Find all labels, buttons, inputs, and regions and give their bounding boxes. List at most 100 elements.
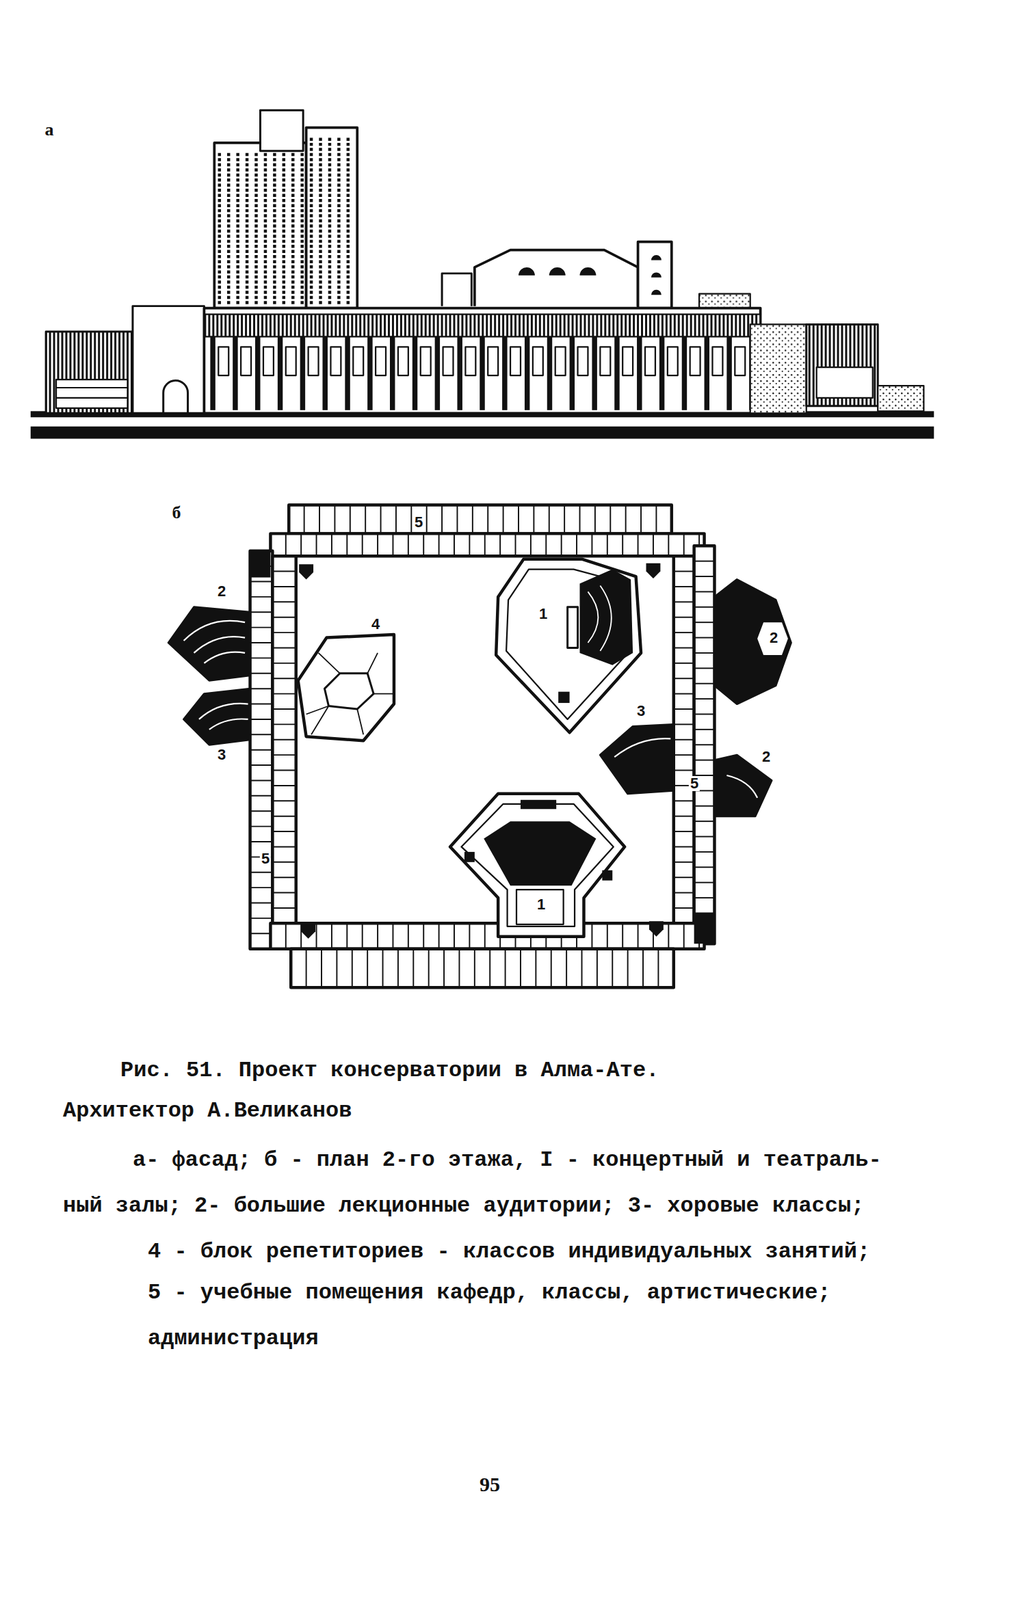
- cell-line: [412, 949, 414, 989]
- column: [344, 336, 350, 410]
- cell-line: [487, 505, 489, 535]
- cell-line: [250, 734, 273, 736]
- cell-line: [272, 723, 296, 726]
- cell-line: [673, 892, 695, 895]
- column: [435, 336, 440, 410]
- classroom-bands: [250, 505, 715, 989]
- cell-line: [250, 826, 273, 828]
- tower-stripe: [227, 153, 230, 307]
- cell-line: [250, 841, 273, 843]
- cell-line: [694, 882, 715, 884]
- cell-line: [376, 923, 379, 949]
- cell-line: [637, 533, 639, 557]
- cell-line: [250, 779, 273, 782]
- cell-line: [694, 897, 715, 899]
- cell-line: [694, 637, 715, 639]
- callout-number: 4: [370, 617, 382, 633]
- cell-line: [250, 764, 273, 767]
- band: [270, 533, 704, 557]
- cell-line: [250, 703, 273, 706]
- cell-line: [694, 866, 715, 869]
- cell-line: [272, 831, 296, 833]
- cell-line: [422, 533, 425, 557]
- cell-line: [640, 505, 642, 535]
- callout-number: 2: [216, 584, 228, 600]
- callout-number: 1: [537, 606, 549, 622]
- cell-line: [694, 729, 715, 731]
- callout-number: 5: [259, 851, 271, 867]
- cell-line: [285, 923, 287, 949]
- caption-line: 4 - блок репетиториев - классов индивиду…: [147, 1239, 871, 1266]
- tower-stripe: [309, 137, 313, 306]
- cell-line: [673, 647, 695, 650]
- window: [578, 346, 589, 376]
- cell-line: [397, 949, 399, 989]
- window: [555, 346, 566, 376]
- cell-line: [250, 795, 273, 797]
- cell-line: [453, 533, 455, 557]
- caption-line: ный залы; 2- большие лекционные аудитори…: [62, 1193, 864, 1220]
- cell-line: [272, 754, 296, 756]
- cell-line: [272, 876, 296, 879]
- cell-line: [272, 662, 296, 665]
- column: [412, 336, 418, 410]
- cell-line: [331, 533, 333, 557]
- cell-line: [694, 698, 715, 700]
- cell-line: [673, 846, 695, 848]
- tower-stripe: [264, 153, 267, 307]
- band: [288, 505, 672, 535]
- cell-line: [250, 749, 273, 752]
- cell-line: [532, 505, 535, 535]
- cell-line: [673, 754, 695, 756]
- column: [210, 336, 215, 410]
- cell-line: [349, 505, 351, 535]
- cell-line: [458, 949, 460, 989]
- cell-line: [272, 693, 296, 696]
- tower-stripe: [245, 153, 249, 307]
- cell-line: [438, 923, 440, 949]
- cell-line: [550, 949, 553, 989]
- window: [734, 346, 745, 376]
- column: [502, 336, 507, 410]
- window: [690, 346, 701, 376]
- cell-line: [673, 677, 695, 680]
- tower-stripe: [236, 153, 239, 307]
- column: [636, 336, 642, 410]
- cell-line: [637, 923, 639, 949]
- cell-line: [250, 688, 273, 690]
- cell-line: [407, 533, 410, 557]
- floor-plan: [168, 505, 791, 989]
- cell-line: [361, 923, 364, 949]
- tower-stripe: [328, 137, 332, 306]
- tower-stripe: [346, 137, 350, 306]
- tower-stripe: [254, 153, 258, 307]
- cell-line: [250, 581, 273, 583]
- cell-line: [694, 820, 715, 823]
- cell-line: [673, 586, 695, 588]
- cell-line: [673, 617, 695, 619]
- cell-line: [484, 923, 486, 949]
- tower-stripes: [219, 137, 349, 306]
- cell-line: [517, 505, 520, 535]
- band: [694, 545, 715, 945]
- cell-line: [250, 872, 273, 874]
- cell-line: [316, 923, 318, 949]
- cell-line: [673, 723, 695, 726]
- cell-line: [625, 505, 627, 535]
- window: [218, 346, 229, 376]
- band: [290, 949, 674, 989]
- cell-line: [655, 505, 657, 535]
- cell-line: [285, 533, 287, 557]
- cell-line: [673, 571, 695, 573]
- cell-line: [272, 907, 296, 910]
- window: [465, 346, 476, 376]
- cell-line: [694, 851, 715, 854]
- column: [300, 336, 306, 410]
- cell-line: [673, 601, 695, 603]
- cell-line: [581, 949, 583, 989]
- window: [240, 346, 252, 376]
- cell-line: [591, 533, 593, 557]
- cell-line: [426, 505, 428, 535]
- callout-number: 2: [768, 630, 780, 646]
- cell-line: [407, 923, 410, 949]
